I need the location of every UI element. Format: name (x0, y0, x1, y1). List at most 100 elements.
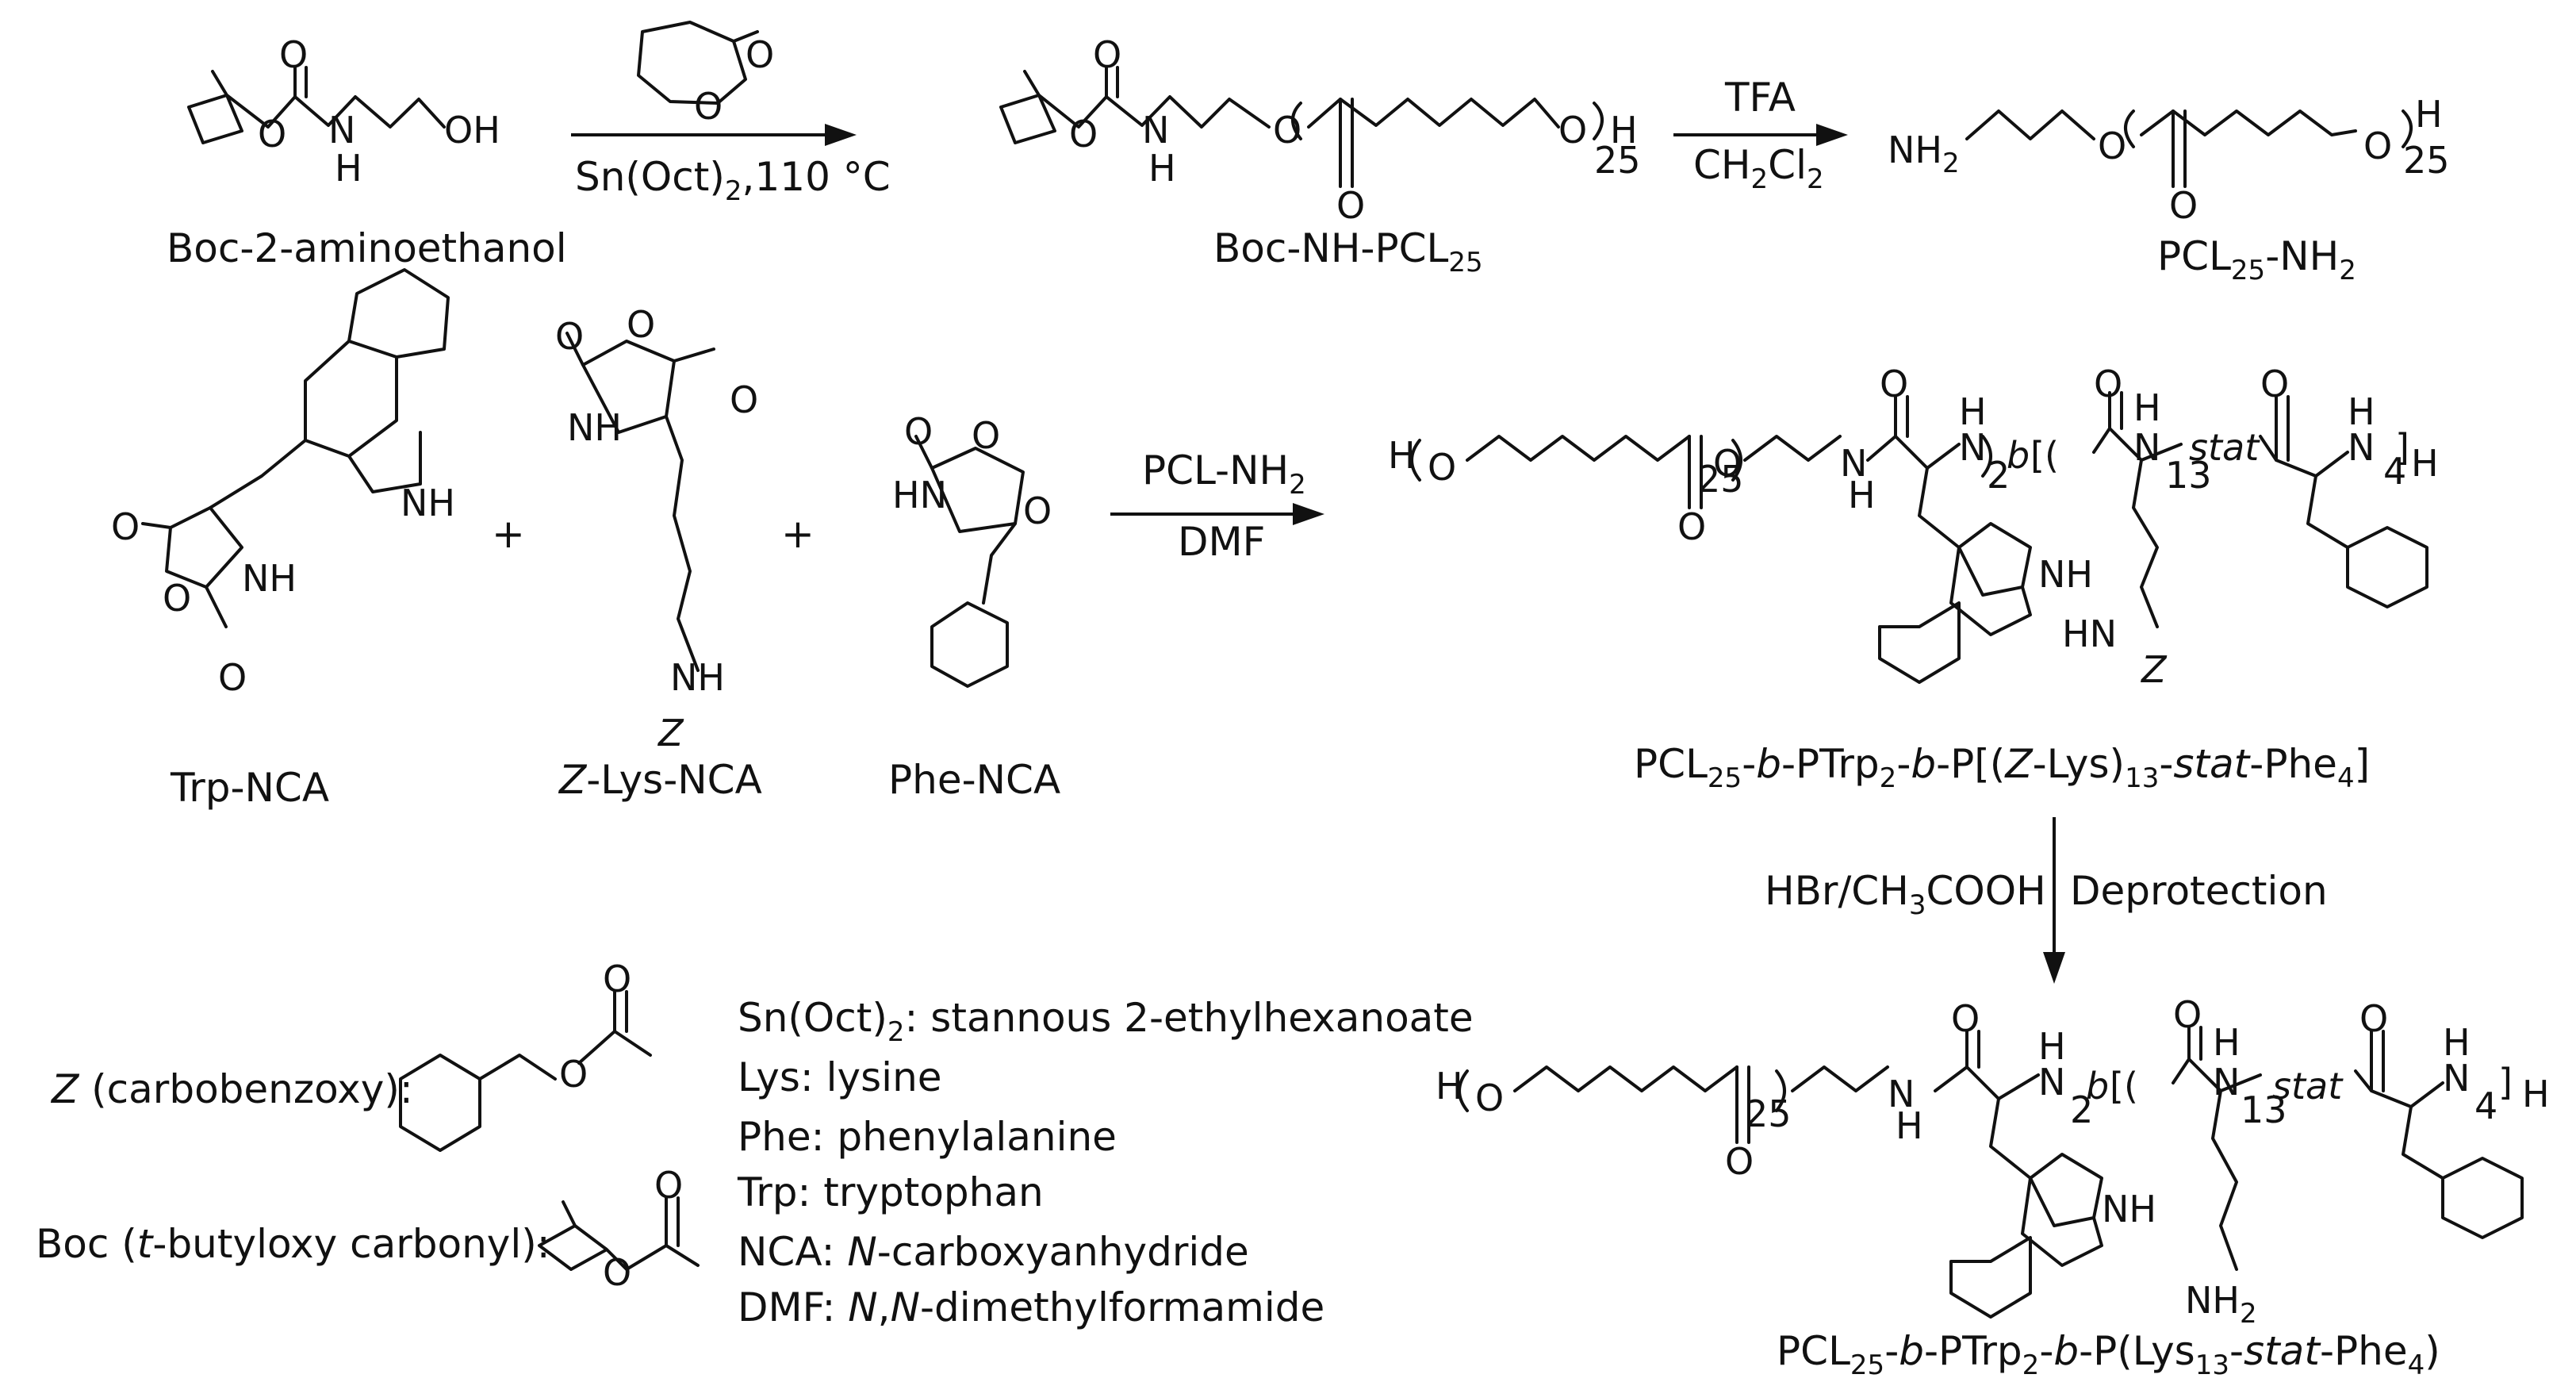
trp-nca-structure: O NH O O NH (111, 268, 455, 699)
atom-n-phe-d: N (2443, 1057, 2470, 1100)
pcl-nh2-structure: NH2 O O O H 25 (1888, 93, 2450, 227)
repeat-4-d: 4 (2474, 1084, 2497, 1127)
atom-o-phe-carbonyl-d: O (2359, 997, 2388, 1040)
abbrev-dmf: DMF: N,N-dimethylformamide (738, 1284, 1324, 1330)
legend-abbreviations: Sn(Oct)2: stannous 2-ethylhexanoate Lys:… (737, 995, 1474, 1330)
reagent-step2: TFA (1724, 75, 1796, 121)
repeat-25-d: 25 (1745, 1092, 1792, 1135)
atom-h-2: H (1148, 147, 1176, 190)
label-b-1: b (2007, 434, 2030, 477)
atom-n-phe: N (2348, 426, 2375, 469)
repeat-13: 13 (2165, 454, 2212, 497)
arrow-step3-head (1293, 503, 1324, 525)
deprotected-copolymer-structure: H O O 25 N H O H N 2 b [( NH O H N 13 st… (1436, 993, 2550, 1330)
atom-n-lys-d: N (2213, 1061, 2240, 1104)
bracket-open: [( (2030, 434, 2059, 477)
atom-hn-z: HN (2062, 612, 2117, 655)
atom-o-lys-3: O (730, 378, 758, 421)
atom-h-end: H (1610, 109, 1638, 152)
abbrev-phe: Phe: phenylalanine (738, 1114, 1117, 1160)
atom-hn-phe: HN (892, 474, 947, 516)
legend-boc-label: Boc (t-butyloxy carbonyl): (36, 1221, 550, 1267)
legend-boc-atom-o: O (603, 1251, 631, 1294)
atom-h-lys-d: H (2213, 1021, 2241, 1064)
atom-h-trp: H (1959, 390, 1987, 433)
abbrev-snoct: Sn(Oct)2: stannous 2-ethylhexanoate (738, 995, 1474, 1048)
reagent-step4: HBr/CH3COOH (1765, 868, 2046, 921)
atom-nh-indole-2: NH (2038, 553, 2093, 596)
label-deprotection: Deprotection (2070, 868, 2328, 914)
phe-nca-structure: O O O HN (892, 410, 1052, 688)
legend-z-atom-o: O (559, 1053, 588, 1096)
zlys-nca-structure: O O O NH NH Z (555, 303, 758, 754)
bracket-open-d: [( (2110, 1065, 2138, 1108)
label-phe-nca: Phe-NCA (888, 757, 1060, 803)
legend-z-atom-o2: O (603, 958, 631, 1000)
arrow-step1-head (825, 124, 857, 146)
plus-sign-1: + (492, 511, 525, 557)
atom-nh-lys-side: NH (670, 656, 725, 699)
atom-o-carbonyl-2: O (1093, 33, 1121, 76)
atom-o-carbonyl: O (279, 33, 308, 76)
atom-o-pcl-c: O (1677, 505, 1706, 548)
label-deprotected-copolymer: PCL25-b-PTrp2-b-P(Lys13-stat-Phe4) (1777, 1328, 2440, 1381)
atom-o-phe-3: O (1023, 489, 1052, 532)
atom-o-lys-carbonyl-d: O (2173, 993, 2202, 1036)
label-zlys-nca: Z-Lys-NCA (558, 757, 762, 803)
atom-nh-indole-d: NH (2102, 1188, 2156, 1230)
repeat-13-d: 13 (2241, 1088, 2287, 1131)
atom-o-phe-1: O (904, 410, 933, 453)
atom-h-amide-d: H (1896, 1104, 1923, 1147)
arrow-step4-head (2043, 952, 2065, 984)
repeat-25-c: 25 (1697, 458, 1744, 501)
arrow-step2-head (1816, 124, 1848, 146)
abbrev-trp: Trp: tryptophan (737, 1169, 1044, 1215)
atom-o-lactone-ring: O (694, 85, 723, 128)
solvent-step3: DMF (1178, 519, 1265, 565)
atom-nh-lys: NH (567, 406, 622, 449)
atom-o-phe-2: O (972, 414, 1000, 457)
atom-h: H (335, 147, 362, 190)
atom-o-link-3: O (2098, 125, 2126, 167)
label-pcl-nh2: PCL25-NH2 (2157, 233, 2356, 286)
atom-o-lys-1: O (555, 315, 584, 358)
atom-n-lys: N (2133, 426, 2160, 469)
atom-h-trp-d: H (2038, 1025, 2066, 1068)
atom-n-amide: N (1840, 442, 1867, 485)
caprolactone-structure: O O (637, 21, 774, 128)
legend-boc-atom-o2: O (654, 1164, 683, 1207)
atom-o-carbonyl-3: O (2169, 184, 2198, 227)
atom-n-trp: N (1959, 426, 1986, 469)
label-boc-aminoethanol: Boc-2-aminoethanol (167, 225, 567, 271)
legend-z-label: Z (carbobenzoxy): (50, 1066, 413, 1112)
atom-n-2: N (1142, 109, 1169, 152)
plus-sign-2: + (781, 511, 815, 557)
abbrev-nca: NCA: N-carboxyanhydride (738, 1229, 1249, 1275)
atom-o-trp-carbonyl: O (1880, 363, 1908, 405)
solvent-step2: CH2Cl2 (1693, 142, 1824, 195)
atom-h-final-d: H (2522, 1073, 2550, 1115)
atom-h-end-3: H (2415, 93, 2443, 136)
atom-o-start-d: O (1475, 1077, 1504, 1119)
atom-o-start: O (1428, 446, 1456, 489)
label-trp-nca: Trp-NCA (170, 765, 329, 811)
bracket-close-d: ] (2498, 1061, 2513, 1104)
atom-o-lys-carbonyl: O (2094, 363, 2122, 405)
atom-o-ester: O (258, 113, 286, 155)
atom-h-phe: H (2348, 390, 2375, 433)
atom-oh: OH (444, 109, 500, 152)
atom-h-lys: H (2133, 386, 2161, 429)
atom-h-amide: H (1848, 474, 1876, 516)
atom-nh2-lys: NH2 (2185, 1279, 2257, 1330)
atom-o-trp-1: O (111, 505, 140, 548)
protected-copolymer-structure: H O O 25 O N H O H N 2 b [( NH O H N 13 … (1388, 363, 2439, 691)
label-stat-1: stat (2189, 426, 2260, 469)
atom-nh-indole: NH (401, 482, 455, 524)
atom-z-side: Z (2140, 648, 2168, 691)
atom-h-final: H (2411, 442, 2439, 485)
atom-o-link-c: O (1713, 442, 1742, 485)
label-boc-nh-pcl: Boc-NH-PCL25 (1213, 225, 1483, 278)
atom-o-trp-2: O (163, 577, 191, 620)
atom-o-lys-2: O (627, 303, 655, 346)
